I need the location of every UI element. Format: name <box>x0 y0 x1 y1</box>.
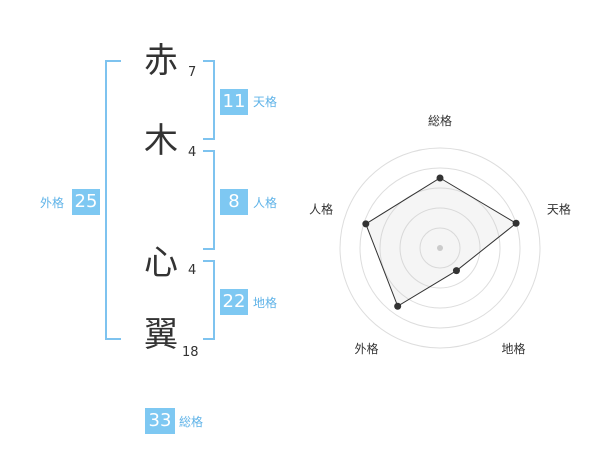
tenkaku-bracket <box>203 60 215 140</box>
radar-point-5 <box>362 220 370 228</box>
radar-point-2 <box>512 219 520 227</box>
stroke-count-1: 7 <box>188 65 197 80</box>
radar-point-3 <box>452 267 460 275</box>
radar-ring <box>419 227 461 269</box>
jinkaku-bracket <box>203 150 215 250</box>
chikaku-label: 地格 <box>253 296 278 310</box>
chikaku-value-box: 22 <box>220 289 248 315</box>
soukaku-label: 総格 <box>179 415 204 429</box>
radar-center-dot <box>437 245 443 251</box>
soukaku-value-box: 33 <box>145 408 175 434</box>
name-char-4: 翼 <box>144 315 178 355</box>
radar-ring <box>399 207 481 289</box>
radar-axis-label: 人格 <box>309 201 333 216</box>
stroke-count-2: 4 <box>188 145 197 160</box>
radar-grid <box>339 147 541 349</box>
jinkaku-value-box: 8 <box>220 189 248 215</box>
gaikaku-label: 外格 <box>40 196 65 210</box>
name-char-2: 木 <box>144 121 178 161</box>
jinkaku-label: 人格 <box>253 196 278 210</box>
radar-ring <box>379 187 501 309</box>
chikaku-bracket <box>203 260 215 340</box>
stroke-count-4: 18 <box>182 345 199 360</box>
radar-ring <box>359 167 521 329</box>
gaikaku-bracket <box>105 60 121 340</box>
radar-series-polygon <box>365 177 517 307</box>
radar-axis-label: 外格 <box>354 341 378 356</box>
radar-axis-label: 地格 <box>501 341 525 356</box>
radar-series <box>362 174 520 310</box>
name-char-3: 心 <box>144 243 178 283</box>
stroke-count-3: 4 <box>188 263 197 278</box>
radar-point-1 <box>436 174 444 182</box>
name-char-1: 赤 <box>144 41 178 81</box>
radar-axis-label: 総格 <box>428 113 452 128</box>
radar-ring <box>339 147 541 349</box>
radar-point-4 <box>394 302 402 310</box>
gaikaku-value-box: 25 <box>72 189 100 215</box>
tenkaku-value-box: 11 <box>220 89 248 115</box>
radar-axis-label: 天格 <box>547 201 571 216</box>
tenkaku-label: 天格 <box>253 95 278 109</box>
